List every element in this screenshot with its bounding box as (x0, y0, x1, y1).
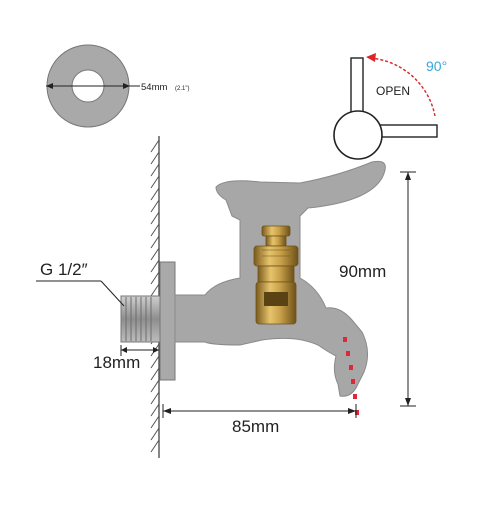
wall-flange-profile (159, 261, 176, 381)
dim-arrow-left-icon (121, 347, 127, 353)
dim-arrow-right-icon (348, 408, 356, 414)
thread-spec: G 1/2″ (36, 260, 125, 307)
reach-label: 85mm (232, 417, 279, 436)
open-label: OPEN (376, 84, 410, 98)
reach-dimension: 85mm (162, 404, 357, 436)
dim-arrow-right-icon (153, 347, 159, 353)
flange-diameter-inch: (2.1") (175, 86, 189, 92)
dim-arrow-left-icon (163, 408, 171, 414)
flange-top-view: 54mm (2.1") (46, 44, 189, 128)
flange-arrow-left-icon (46, 83, 53, 89)
handle-hub (333, 110, 383, 160)
height-label: 90mm (339, 262, 386, 281)
angle-label: 90° (426, 58, 447, 74)
thread-leader-diagonal (100, 280, 125, 307)
inlet-length-dimension: 18mm (93, 345, 159, 372)
dim-arrow-up-icon (405, 172, 411, 180)
faucet-side-view (120, 160, 386, 415)
rotation-arc (369, 57, 436, 117)
dim-arrow-down-icon (405, 398, 411, 406)
thread-label: G 1/2″ (40, 260, 88, 279)
thread-grooves (125, 297, 152, 341)
height-dimension: 90mm (339, 171, 416, 407)
flange-diameter-label: 54mm (141, 82, 167, 93)
brass-cartridge (253, 225, 299, 325)
water-flow-dots (343, 337, 359, 415)
handle-rotation-view: 90° OPEN (333, 53, 447, 160)
flange-arrow-right-icon (123, 83, 130, 89)
rotation-arrow-icon (366, 53, 376, 62)
inlet-length-label: 18mm (93, 353, 140, 372)
